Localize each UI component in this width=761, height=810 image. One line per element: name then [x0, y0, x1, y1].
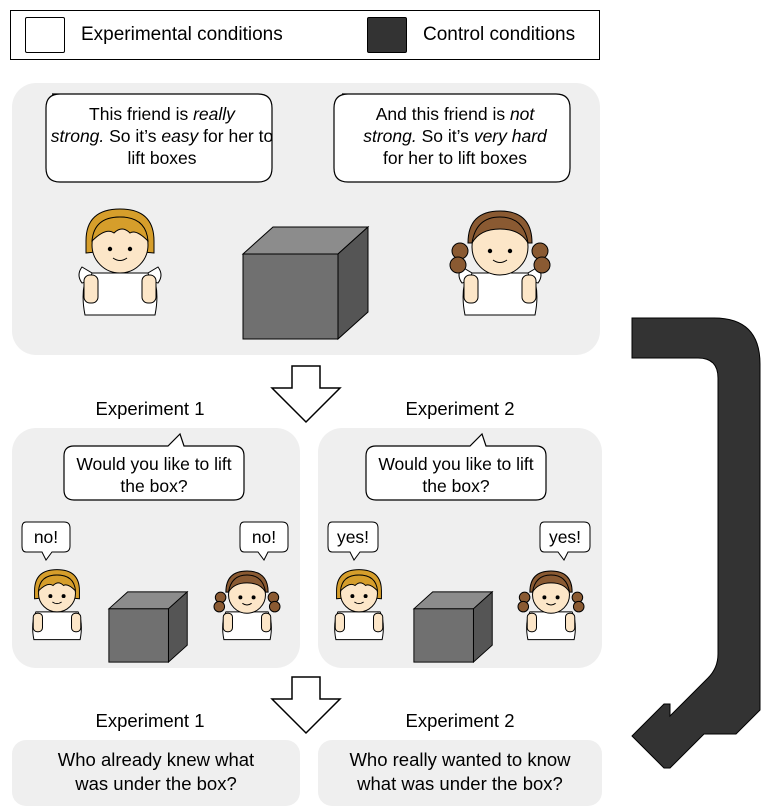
experiment2-question: Would you like to lift the box?	[378, 454, 534, 496]
experiment2-left-answer: yes!	[336, 527, 370, 547]
experiment1-left-answer-bubble	[21, 521, 71, 561]
intro-left-bubble-text: This friend is really strong. So it’s ea…	[50, 104, 274, 168]
experiment2-left-answer-bubble	[327, 521, 379, 561]
down-arrow-1	[270, 365, 342, 424]
test2-question-box: Who really wanted to know what was under…	[318, 740, 602, 806]
experiment1-right-answer: no!	[251, 527, 277, 547]
intro-right-bubble-text: And this friend is not strong. So it’s v…	[363, 104, 547, 168]
test2-question: Who really wanted to know what was under…	[349, 749, 571, 794]
experiment2-heading: Experiment 2	[405, 398, 515, 419]
experimental-legend-label: Experimental conditions	[81, 24, 283, 45]
test1-question-box: Who already knew what was under the box?	[12, 740, 300, 806]
down-arrow-2	[270, 676, 342, 735]
experiment1-question: Would you like to lift the box?	[76, 454, 232, 496]
test2-heading: Experiment 2	[405, 710, 515, 731]
blonde-girl-large	[78, 208, 162, 316]
blonde-girl-small-2	[334, 569, 384, 641]
experiment1-heading: Experiment 1	[95, 398, 205, 419]
test1-heading: Experiment 1	[95, 710, 205, 731]
experiment2-question-bubble	[365, 432, 547, 501]
brunette-girl-large	[449, 210, 551, 316]
control-legend-label: Control conditions	[423, 24, 576, 45]
experiment2-right-answer: yes!	[548, 527, 582, 547]
box-large	[241, 225, 370, 341]
experiment1-right-answer-bubble	[239, 521, 289, 561]
brunette-girl-small-2	[517, 570, 585, 641]
control-return-arrow	[631, 317, 761, 769]
experiment1-left-answer: no!	[33, 527, 59, 547]
experiment1-question-bubble	[63, 432, 245, 501]
experimental-swatch	[25, 17, 65, 53]
intro-left-bubble	[45, 93, 273, 183]
test1-question: Who already knew what was under the box?	[57, 749, 255, 794]
box-small-2	[412, 590, 494, 664]
box-small-1	[107, 590, 189, 664]
experiment2-right-answer-bubble	[539, 521, 591, 561]
legend: Experimental conditions Control conditio…	[10, 10, 600, 60]
control-swatch	[367, 17, 407, 53]
brunette-girl-small	[213, 570, 281, 641]
blonde-girl-small	[32, 569, 82, 641]
intro-right-bubble	[333, 93, 571, 183]
